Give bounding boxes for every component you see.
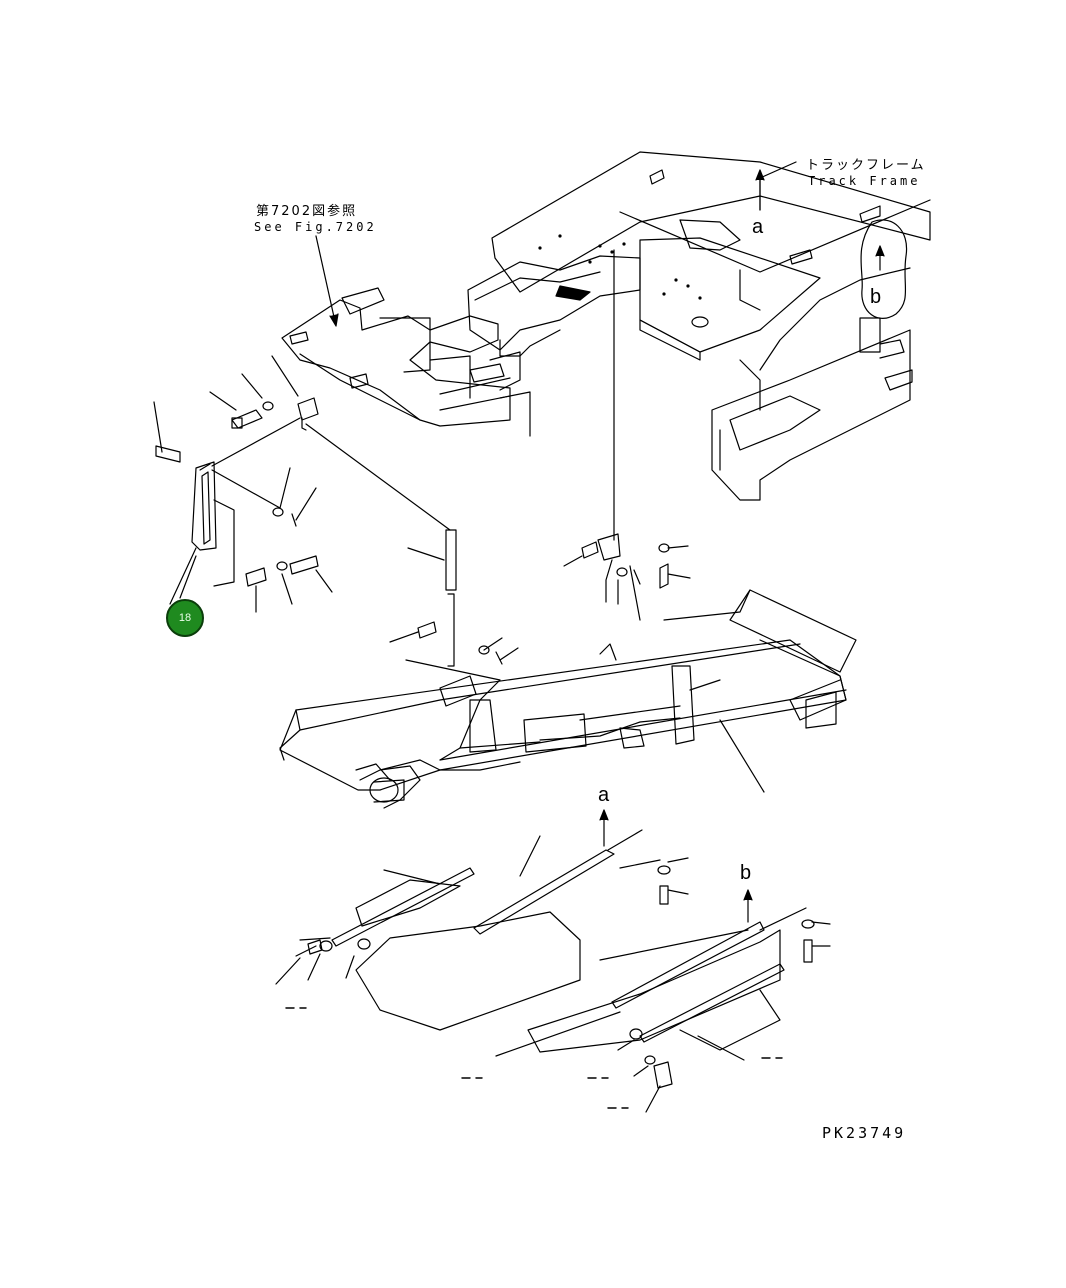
ref-arrow-b-bottom — [743, 889, 753, 923]
part-callout-18-number: 18 — [178, 612, 192, 624]
callout-18-leader — [179, 555, 197, 599]
drawing-code: PK23749 — [822, 1124, 907, 1142]
bracket-pins — [245, 467, 333, 613]
tension-rod — [305, 423, 457, 667]
track-frame-leader — [759, 161, 797, 211]
ref-arrow-a-bottom — [599, 809, 609, 847]
ref-label-a-top: a — [752, 216, 764, 238]
ref-label-a-bottom: a — [598, 784, 610, 806]
conveyor-assembly — [279, 589, 857, 809]
lower-cover-plates — [275, 829, 831, 1113]
see-fig-leader — [315, 235, 339, 327]
ref-arrow-b-top — [875, 245, 885, 271]
see-fig-label-en: See Fig.7202 — [254, 220, 377, 234]
track-frame-assembly — [467, 151, 931, 501]
track-frame-label-en: Track Frame — [808, 174, 921, 188]
placeholder-marks — [285, 1007, 783, 1109]
track-frame-label-jp: トラックフレーム — [806, 158, 926, 173]
part-callout-18[interactable]: 18 — [166, 599, 204, 637]
ref-b-bubble — [860, 219, 908, 319]
upper-bracket-fasteners — [153, 355, 319, 463]
middle-pins — [389, 249, 691, 665]
see-fig-label-jp: 第7202図参照 — [256, 204, 358, 219]
ref-arrow-a-top — [755, 169, 765, 211]
ref-label-b-bottom: b — [740, 862, 752, 884]
bracket-frame — [281, 287, 531, 437]
left-bracket-part — [169, 417, 301, 605]
ref-label-b-top: b — [870, 286, 882, 308]
